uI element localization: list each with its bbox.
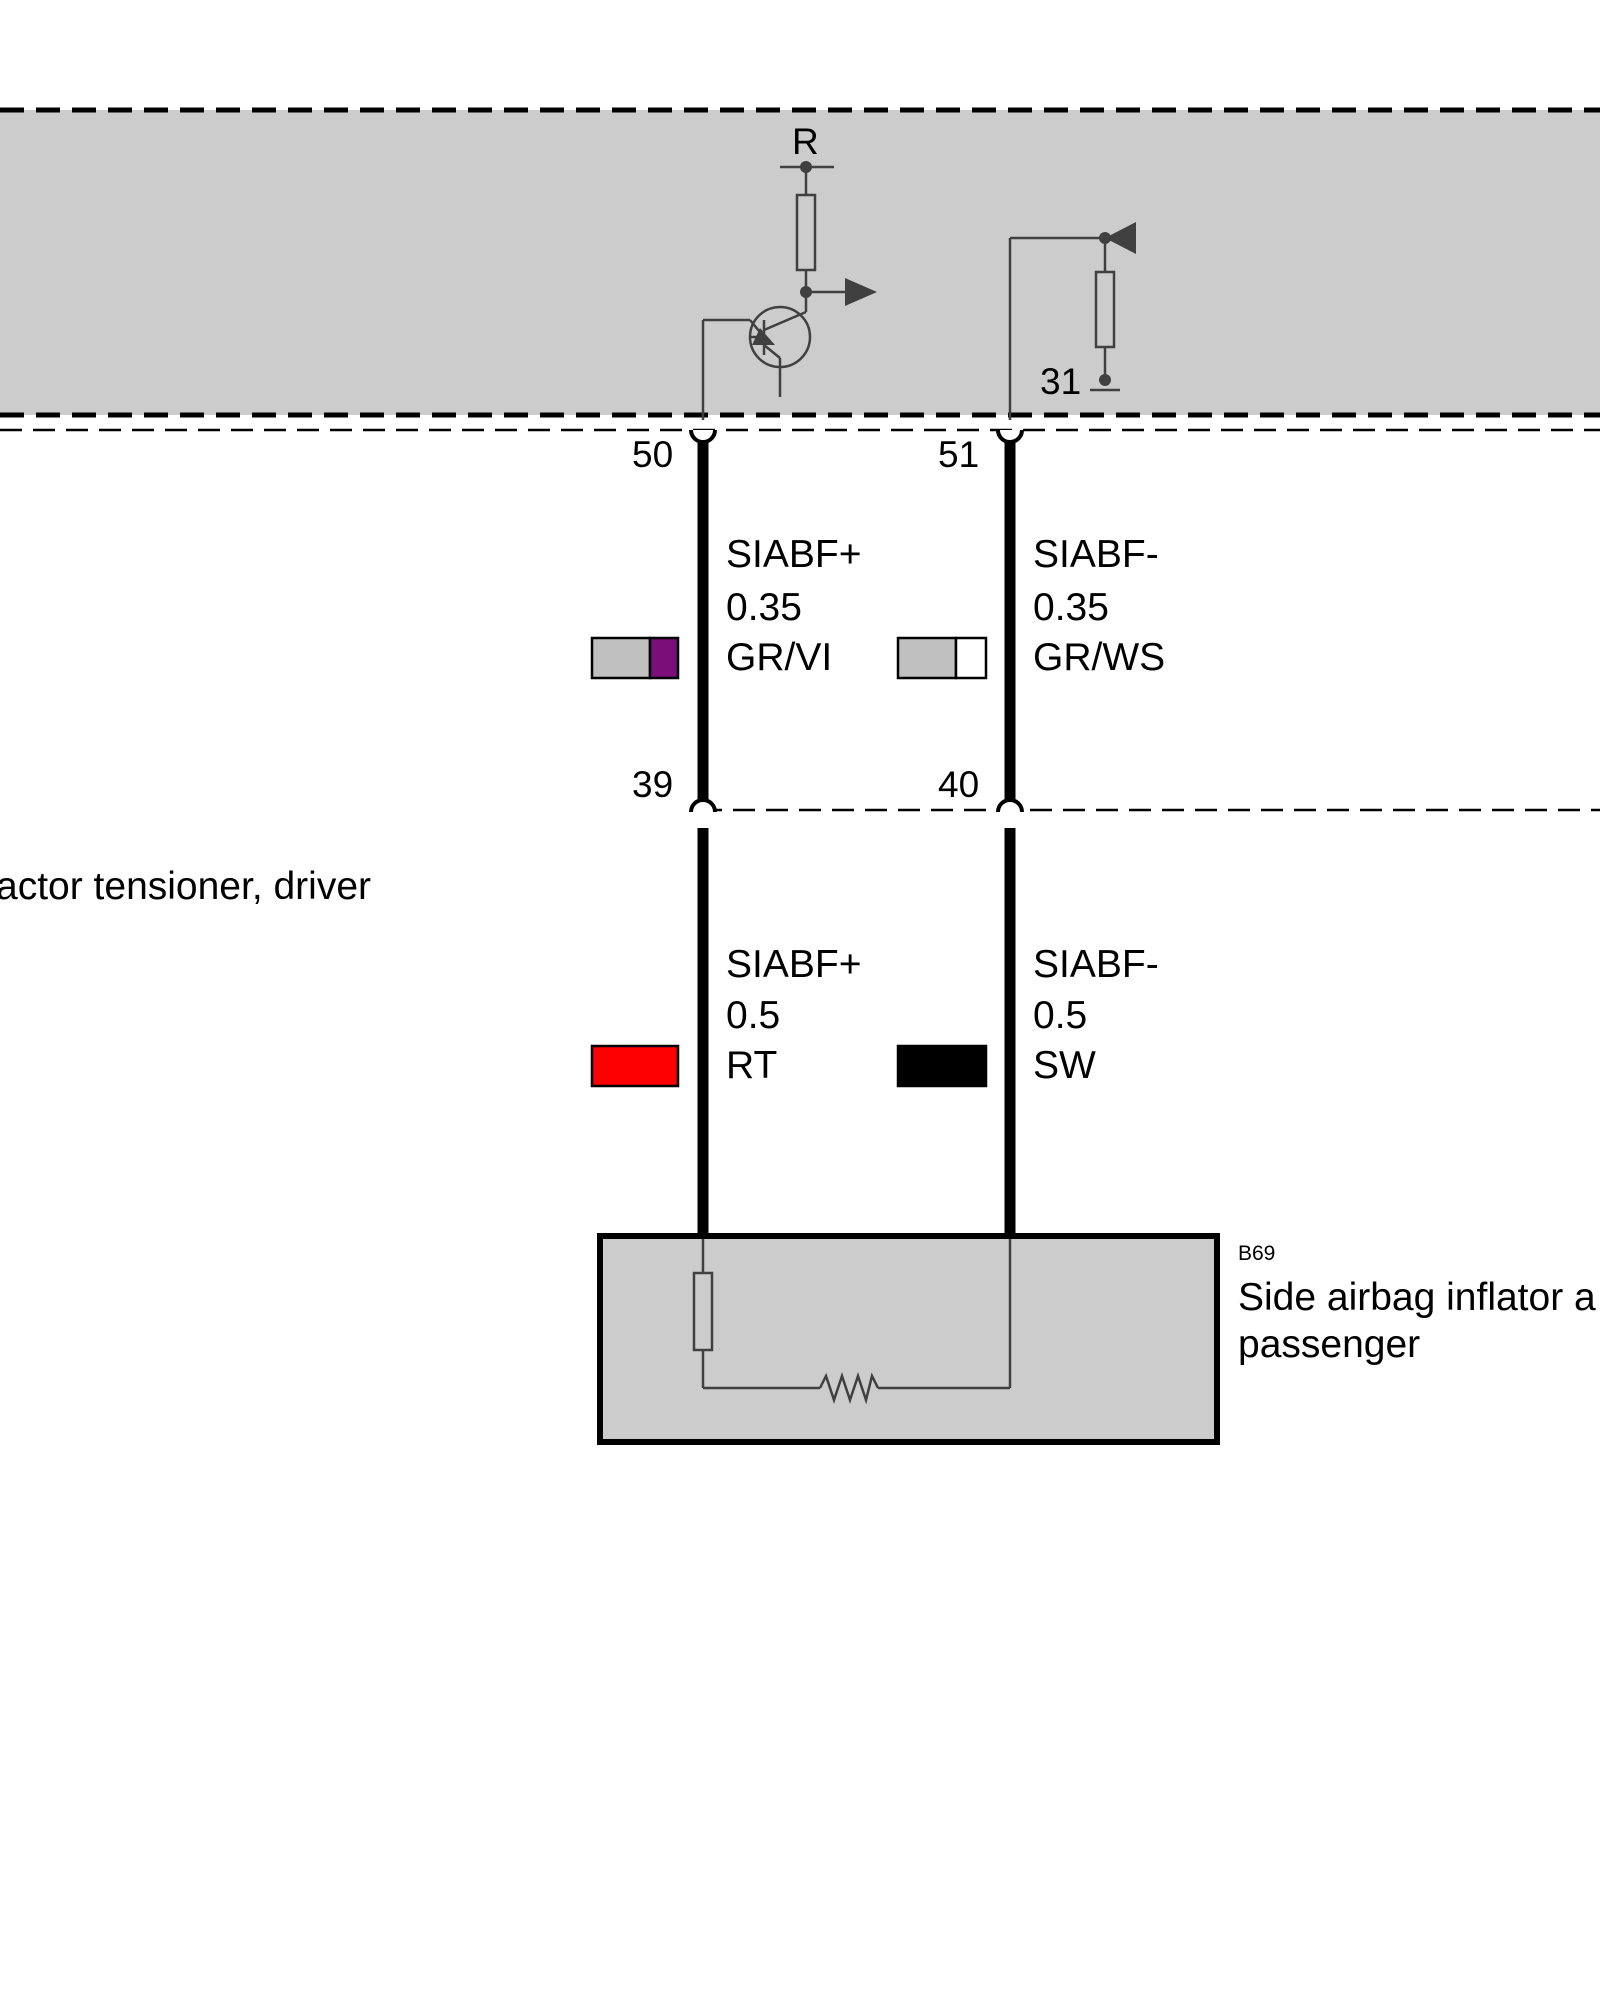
arrow-left-icon (1105, 222, 1136, 254)
inflator-internal-circuit (692, 1239, 1012, 1405)
arrow-right-icon (845, 278, 877, 306)
node-dot (800, 286, 812, 298)
wire-upper-right-signal: SIABF- (1033, 533, 1159, 576)
wire-lower-left-size: 0.5 (726, 994, 780, 1037)
wire-upper-left-size: 0.35 (726, 586, 802, 629)
component-name-line2: passenger (1238, 1323, 1420, 1366)
component-name-line1: Side airbag inflator a (1238, 1276, 1596, 1319)
module-resistor-upper (795, 193, 817, 272)
connector-pin-50 (689, 429, 717, 444)
wire-color-swatch-rt (590, 1044, 680, 1088)
connector-pin-39 (689, 798, 717, 813)
pin-number-51: 51 (938, 434, 979, 475)
wire-color-swatch-sw (896, 1044, 988, 1088)
wire-upper-right-color: GR/WS (1033, 636, 1165, 679)
pin-number-40: 40 (938, 764, 979, 805)
component-code: B69 (1238, 1242, 1275, 1265)
node-dot (800, 161, 812, 173)
wire-color-swatch-gr-vi (590, 636, 680, 680)
ground-label: 31 (1040, 361, 1081, 402)
wire-upper-right-size: 0.35 (1033, 586, 1109, 629)
wire-upper-left-signal: SIABF+ (726, 533, 861, 576)
wire-lower-left-color: RT (726, 1044, 777, 1087)
wire-color-swatch-gr-ws (896, 636, 988, 680)
adjacent-component-label: actor tensioner, driver (0, 865, 371, 908)
wire-lower-right-size: 0.5 (1033, 994, 1087, 1037)
ground-dot (1099, 374, 1111, 386)
airbag-inflator-component (597, 1233, 1220, 1445)
pin-number-39: 39 (632, 764, 673, 805)
wire-lower-left-signal: SIABF+ (726, 943, 861, 986)
pin-number-50: 50 (632, 434, 673, 475)
emitter-arrow-icon (752, 328, 775, 345)
inflator-resistor (692, 1271, 714, 1352)
wire-upper-left-color: GR/VI (726, 636, 832, 679)
connector-pin-51 (996, 429, 1024, 444)
wire-lower-right-color: SW (1033, 1044, 1096, 1087)
wire-lower-right-signal: SIABF- (1033, 943, 1159, 986)
connector-pin-40 (996, 798, 1024, 813)
igniter-element-icon (818, 1372, 880, 1405)
input-stage-circuit (1008, 236, 1120, 420)
module-resistor-ground (1094, 270, 1116, 349)
supply-label: R (792, 121, 819, 162)
